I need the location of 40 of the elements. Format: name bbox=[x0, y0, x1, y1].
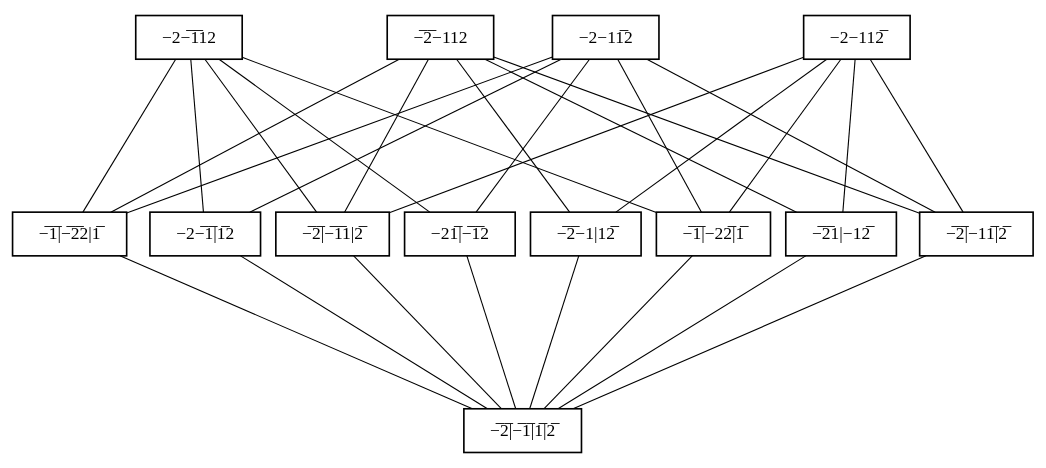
connector bbox=[388, 56, 805, 214]
node-box: −̅2̅|−̅1̅|1̅|2̅ bbox=[463, 407, 583, 454]
connector bbox=[493, 56, 921, 214]
connector bbox=[646, 58, 936, 213]
connector bbox=[344, 58, 429, 213]
connector bbox=[615, 58, 828, 213]
connector bbox=[190, 58, 204, 213]
node-box: −̅2̅−1|12̅ bbox=[529, 211, 642, 257]
node-box: −̅2̅|−11̅|2̅ bbox=[918, 211, 1034, 257]
connector bbox=[484, 58, 798, 213]
connector bbox=[529, 255, 580, 410]
connector bbox=[82, 58, 177, 213]
connector bbox=[869, 58, 964, 213]
node-box: −̅1̅|−̅2̅2|1̅ bbox=[11, 211, 128, 257]
connector bbox=[204, 58, 318, 213]
node-box: −2−̅1̅|1̅2 bbox=[149, 211, 262, 257]
node-box: −2−11̅2 bbox=[551, 14, 660, 61]
node-box: −2−̅1̅12 bbox=[134, 14, 243, 61]
connector bbox=[110, 58, 400, 213]
connector bbox=[456, 58, 571, 213]
node-box: −2−112̅ bbox=[802, 14, 911, 61]
connector bbox=[475, 58, 591, 213]
node-box: −̅2̅1|−12̅ bbox=[784, 211, 898, 257]
connector bbox=[218, 58, 431, 213]
connector bbox=[126, 56, 554, 214]
connector bbox=[239, 255, 488, 410]
node-box: −̅2̅|−̅1̅1|2̅ bbox=[275, 211, 391, 257]
connector bbox=[543, 255, 693, 410]
connector bbox=[557, 255, 807, 410]
connector bbox=[353, 255, 503, 410]
connector bbox=[249, 58, 562, 213]
connector bbox=[842, 58, 856, 213]
connector bbox=[241, 56, 657, 214]
node-box: −̅2̅−112 bbox=[386, 14, 495, 61]
connector bbox=[617, 58, 702, 213]
node-box: −21̅|−̅1̅2 bbox=[403, 211, 516, 257]
connector bbox=[728, 58, 842, 213]
node-box: −̅1̅|−22̅|1̅ bbox=[655, 211, 772, 257]
connector bbox=[466, 255, 517, 410]
connector bbox=[119, 255, 473, 410]
